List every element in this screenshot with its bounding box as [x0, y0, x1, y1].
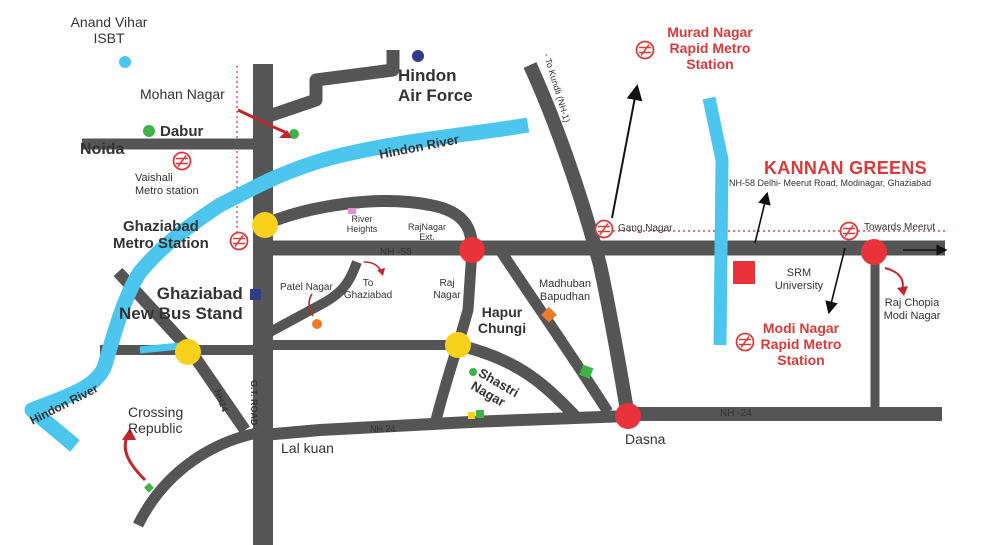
gang-canal — [702, 96, 729, 346]
junctions — [175, 212, 887, 429]
patel-nagar-dot — [312, 319, 322, 329]
label-crossing-republic: Crossing Republic — [128, 404, 184, 437]
hapur-dasna-road — [456, 339, 580, 421]
roundabout-circle-icon — [252, 212, 278, 238]
crossing-republic-dot — [144, 482, 154, 493]
place-markers — [119, 50, 755, 493]
label-nh24-right: NH -24 — [720, 408, 752, 419]
direction-arrows — [611, 84, 948, 315]
label-srm-university: SRM University — [774, 267, 824, 292]
bus-stand-marker — [250, 289, 261, 300]
label-noida: Noida — [80, 141, 125, 158]
label-vaishali-metro: Vaishali Metro station — [135, 172, 199, 197]
green-diamond-marker — [579, 364, 594, 379]
curved-arrow-icon — [884, 267, 904, 291]
metro-station-icon — [172, 151, 192, 171]
metro-station-icon — [635, 40, 655, 60]
label-dabur: Dabur — [160, 123, 204, 140]
label-nh24-bottom: NH 24 — [370, 424, 396, 434]
label-kannan-address: NH-58 Delhi- Meerut Road, Modinagar, Gha… — [729, 178, 932, 188]
direction-arrow-icon — [825, 247, 846, 315]
roundabout-circle-icon — [445, 332, 471, 358]
label-patel-nagar: Patel Nagar — [280, 282, 333, 293]
curved-arrow-icon — [237, 108, 286, 134]
label-raj-chopia: Raj Chopia Modi Nagar — [883, 297, 941, 322]
hindon-airforce-dot — [412, 50, 424, 62]
label-lal-kuan: Lal kuan — [281, 440, 334, 456]
kundli-road — [523, 62, 635, 418]
madhuban-road — [495, 246, 613, 415]
label-mohan-nagar: Mohan Nagar — [140, 86, 225, 102]
project-site-marker-icon — [733, 261, 755, 284]
curved-arrow-icon — [123, 434, 147, 482]
label-towards-meerut: Towards Meerut — [864, 222, 936, 233]
shastri-yellow-marker — [468, 412, 475, 419]
label-nh58: NH -58 — [380, 247, 412, 258]
metro-station-icon — [229, 231, 249, 251]
hindon-airforce-road — [260, 50, 400, 125]
label-ghaziabad-bus-stand: Ghaziabad New Bus Stand — [119, 284, 243, 323]
shastri-green-marker — [476, 410, 484, 418]
label-gt-road: G.T. ROAD — [249, 380, 259, 426]
river-heights-road — [260, 195, 478, 251]
madhuban-marker — [541, 306, 557, 323]
metro-station-icon — [594, 219, 614, 239]
direction-arrow-icon — [754, 191, 771, 244]
junction-circle-icon — [615, 403, 641, 429]
anand-vihar-dot — [119, 56, 131, 68]
label-modi-nagar-metro: Modi Nagar Rapid Metro Station — [760, 320, 842, 369]
label-rajnagar-ext: RajNagar Ext. — [407, 222, 447, 243]
junction-circle-icon — [459, 237, 485, 263]
metro-station-icon — [839, 221, 859, 241]
nh24-bottom-road — [262, 410, 629, 441]
label-river-heights: River Heights — [346, 214, 378, 235]
mohan-nagar-dot — [289, 129, 299, 139]
label-hapur-chungi: Hapur Chungi — [477, 304, 527, 337]
label-hindon-air-force: Hindon Air Force — [398, 66, 473, 105]
curved-arrow-icon — [308, 293, 314, 317]
crossing-republic-road — [133, 426, 264, 528]
label-madhuban-bapudhan: Madhuban Bapudhan — [539, 278, 591, 303]
curved-arrows — [122, 108, 908, 482]
dabur-dot — [143, 125, 155, 137]
direction-arrow-icon — [611, 84, 643, 219]
junction-circle-icon — [861, 239, 887, 265]
label-murad-nagar-metro: Murad Nagar Rapid Metro Station — [667, 24, 753, 73]
river-heights-marker — [348, 208, 356, 214]
metro-station-icon — [735, 332, 755, 352]
shastri-nagar-dot — [469, 368, 477, 376]
label-ghaziabad-metro: Ghaziabad Metro Station — [113, 218, 209, 253]
label-to-ghaziabad: To Ghaziabad — [343, 278, 393, 301]
hindon-river — [24, 117, 530, 452]
roundabout-circle-icon — [175, 339, 201, 365]
label-anand-vihar: Anand Vihar ISBT — [70, 14, 148, 47]
patel-nagar-road — [267, 260, 362, 337]
label-raj-nagar: Raj Nagar — [433, 278, 461, 301]
label-gang-nagar: Gang Nagar — [618, 223, 673, 234]
label-dasna: Dasna — [625, 431, 666, 447]
label-kannan-greens: KANNAN GREENS — [764, 158, 927, 178]
